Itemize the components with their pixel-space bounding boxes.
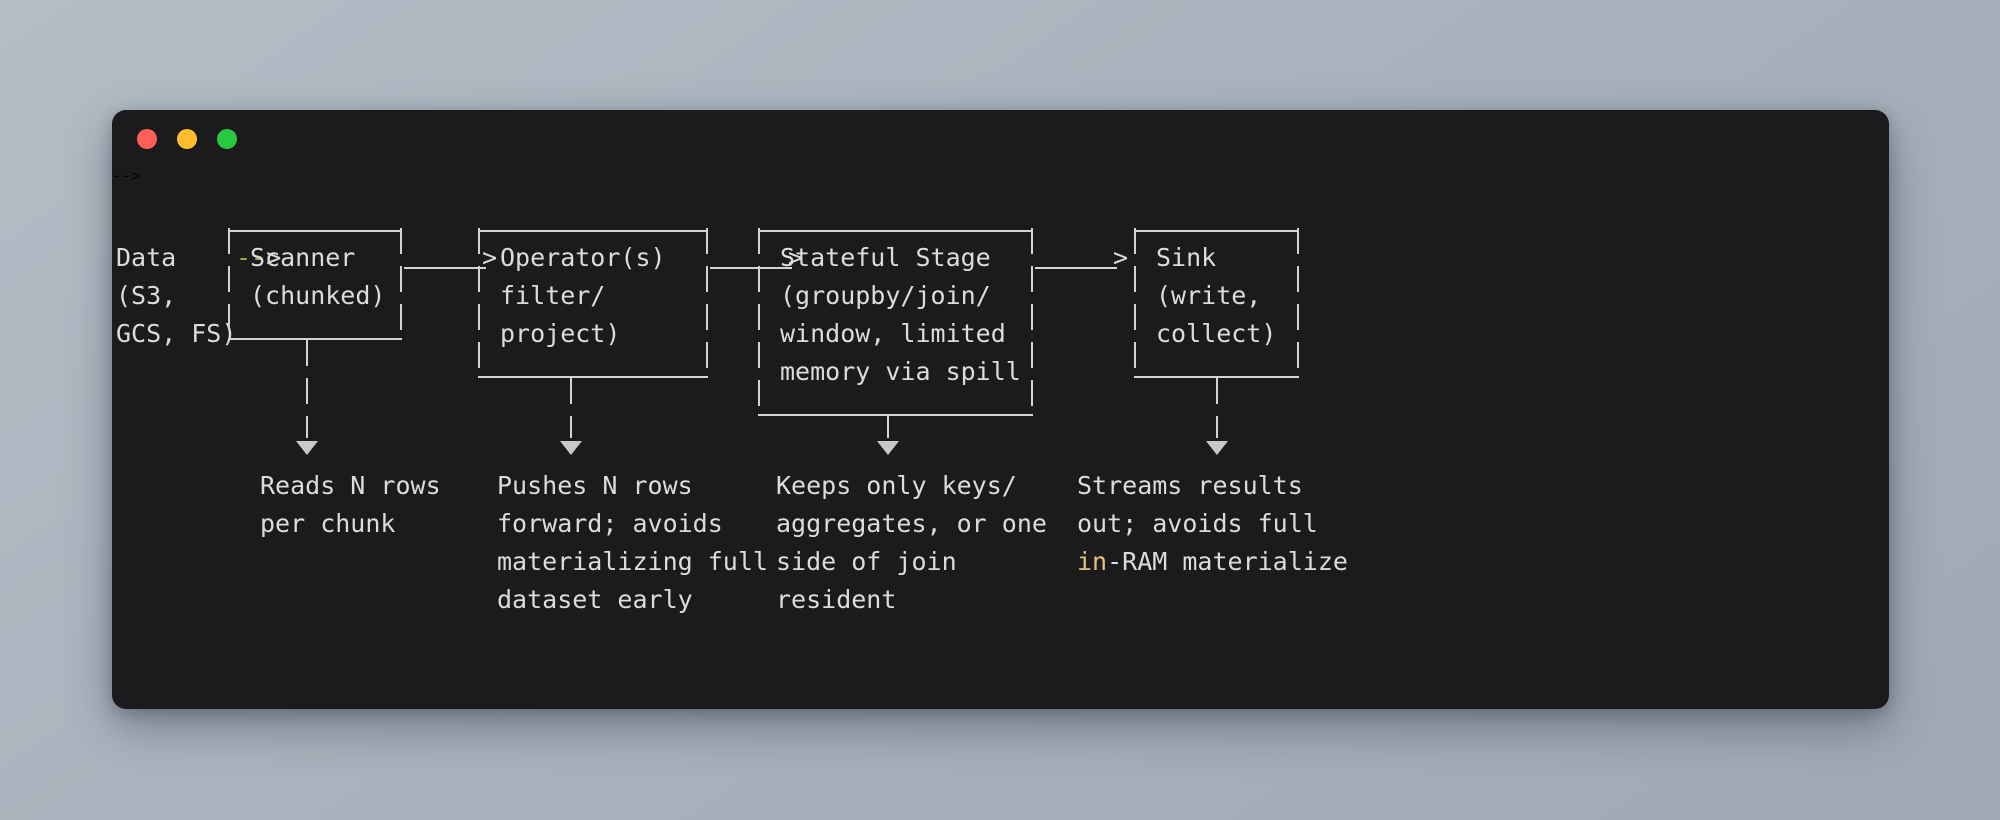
stage-label-stateful-2: (groupby/join/ — [780, 281, 991, 310]
stage-caption-operators-3: materializing full — [497, 547, 768, 576]
stage-connector-scanner — [306, 340, 308, 438]
box-bottom-border — [478, 376, 708, 378]
box-left-border — [228, 228, 230, 342]
box-bottom-border — [228, 338, 402, 340]
source-line-1: Data — [116, 243, 177, 272]
stage-box-scanner[interactable] — [228, 228, 402, 342]
box-left-border — [758, 228, 760, 418]
flow-arrow-3-line — [1035, 267, 1117, 269]
stage-caption-operators-4: dataset early — [497, 585, 693, 614]
box-right-border — [1031, 228, 1033, 418]
stage-label-scanner-2: (chunked) — [250, 281, 386, 310]
stage-label-sink-2: (write, — [1156, 281, 1262, 310]
stage-caption-stateful-4: resident — [776, 585, 897, 614]
stage-box-stateful-stage[interactable] — [758, 228, 1033, 418]
stage-label-stateful-1: Stateful Stage — [780, 243, 991, 272]
stage-caption-arrowhead-sink — [1206, 441, 1228, 455]
close-icon[interactable] — [137, 129, 157, 149]
window-titlebar — [112, 110, 1889, 166]
stage-caption-scanner-2: per chunk — [260, 509, 396, 538]
flow-arrow-1-head: > — [482, 243, 498, 272]
flow-arrow-1-line — [404, 267, 486, 269]
stage-caption-scanner-1: Reads N rows — [260, 471, 441, 500]
stage-label-sink-3: collect) — [1156, 319, 1277, 348]
source-arrow: --> — [236, 239, 281, 277]
stage-connector-operators — [570, 378, 572, 438]
stage-caption-stateful-2: aggregates, or one — [776, 509, 1047, 538]
stage-caption-stateful-3: side of join — [776, 547, 957, 576]
stage-box-sink[interactable] — [1134, 228, 1299, 380]
terminal-window: Data (S3, GCS, FS) --> --> Scanner (chun… — [112, 110, 1889, 709]
box-bottom-border — [758, 414, 1033, 416]
box-bottom-border — [1134, 376, 1299, 378]
stage-caption-sink-keyword: in — [1077, 547, 1108, 576]
box-top-border — [228, 230, 402, 232]
stage-box-operators[interactable] — [478, 228, 708, 380]
stage-connector-sink — [1216, 378, 1218, 438]
stage-caption-sink-3-wrap: in-RAM materialize — [1077, 543, 1348, 581]
box-top-border — [1134, 230, 1299, 232]
stage-label-stateful-3: window, limited — [780, 319, 1006, 348]
source-arrow-dashes: -- — [236, 243, 267, 272]
stage-label-sink-1: Sink — [1156, 243, 1217, 272]
source-label: Data — [116, 239, 176, 277]
stage-caption-stateful-1: Keeps only keys/ — [776, 471, 1017, 500]
stage-label-scanner-1: Scanner — [250, 243, 356, 272]
box-top-border — [758, 230, 1033, 232]
box-left-border — [478, 228, 480, 380]
flow-arrow-3-head: > — [1113, 243, 1129, 272]
stage-caption-arrowhead-scanner — [296, 441, 318, 455]
source-line-3: GCS, FS) — [116, 319, 237, 348]
stage-caption-operators-2: forward; avoids — [497, 509, 723, 538]
box-top-border — [478, 230, 708, 232]
stage-caption-sink-1: Streams results — [1077, 471, 1303, 500]
stage-connector-stateful — [887, 416, 889, 438]
flow-arrow-2-head: > — [788, 243, 804, 272]
box-right-border — [706, 228, 708, 380]
stage-caption-sink-2: out; avoids full — [1077, 509, 1318, 538]
minimize-icon[interactable] — [177, 129, 197, 149]
maximize-icon[interactable] — [217, 129, 237, 149]
source-line-2-wrap: (S3, — [116, 277, 176, 315]
box-right-border — [1297, 228, 1299, 380]
source-line-2: (S3, — [116, 281, 177, 310]
ascii-diagram-canvas: Data (S3, GCS, FS) --> --> Scanner (chun… — [112, 166, 1889, 709]
stage-label-operators-2: filter/ — [500, 281, 606, 310]
stage-label-stateful-4: memory via spill — [780, 357, 1021, 386]
source-arrow-head: > — [266, 243, 282, 272]
stage-caption-sink-rest: -RAM materialize — [1107, 547, 1348, 576]
box-right-border — [400, 228, 402, 342]
stage-caption-operators-1: Pushes N rows — [497, 471, 693, 500]
stage-label-operators-1: Operator(s) — [500, 243, 666, 272]
box-left-border — [1134, 228, 1136, 380]
stage-caption-arrowhead-stateful — [877, 441, 899, 455]
stage-label-operators-3: project) — [500, 319, 621, 348]
source-line-3-wrap: GCS, FS) — [116, 315, 236, 353]
stage-caption-arrowhead-operators — [560, 441, 582, 455]
flow-arrow-2-line — [710, 267, 792, 269]
